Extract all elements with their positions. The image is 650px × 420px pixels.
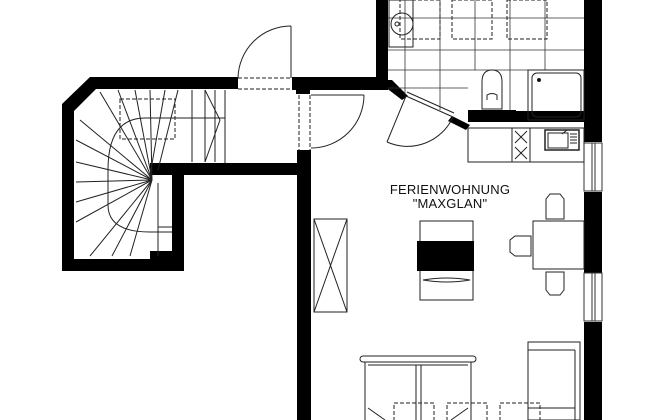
- bathroom-left-wall: [376, 0, 388, 90]
- apartment-title: FERIENWOHNUNG "MAXGLAN": [360, 183, 540, 211]
- apartment-left-wall: [297, 150, 311, 420]
- chair-left: [509, 235, 532, 257]
- chair-top: [545, 193, 565, 220]
- staircase-inner-wall-bottom: [150, 251, 184, 271]
- wardrobe: [313, 218, 348, 313]
- door-bathroom[interactable]: [386, 91, 455, 147]
- bathroom-angled-wall-2: [448, 116, 470, 130]
- window-2: [583, 272, 603, 322]
- right-wall-bottom: [584, 322, 602, 420]
- entry-corridor: [224, 25, 365, 163]
- door-apartment-entry[interactable]: [310, 94, 365, 149]
- corridor-top-wall-left: [225, 77, 238, 89]
- dining-area: [509, 193, 585, 296]
- cabinet: [527, 341, 581, 420]
- chair-bottom: [545, 271, 565, 296]
- right-wall-middle: [584, 192, 602, 273]
- bathroom-angled-wall: [376, 80, 408, 100]
- right-wall-top: [584, 0, 602, 142]
- apartment-title-line1: FERIENWOHNUNG: [389, 182, 511, 197]
- staircase-outer-wall: [62, 77, 225, 271]
- toilet-wall-block: [468, 110, 516, 122]
- staircase-inner-wall-right: [172, 163, 184, 271]
- shower-tray: [527, 69, 585, 121]
- window-1: [583, 142, 603, 192]
- sofa-bed: [359, 355, 477, 420]
- corridor-right-stub: [296, 84, 310, 94]
- toilet: [481, 69, 503, 110]
- kitchen: [467, 127, 585, 163]
- corridor-top-wall-right: [292, 77, 380, 90]
- windows: [583, 142, 603, 322]
- staircase-inner-wall-top: [150, 163, 300, 175]
- kitchen-sink: [544, 129, 580, 151]
- apartment-title-line2: "MAXGLAN": [412, 196, 488, 211]
- dining-table: [532, 220, 585, 270]
- bathroom: [386, 0, 585, 147]
- armchair: [417, 220, 474, 301]
- stove-hob: [514, 130, 528, 160]
- washbasin: [388, 0, 414, 48]
- bathroom-tiles: [388, 0, 584, 110]
- living-area: [313, 218, 581, 420]
- dashed-cushions: [393, 402, 541, 420]
- kitchen-counter: [467, 127, 585, 163]
- door-entrance-top[interactable]: [237, 25, 292, 79]
- walls: [62, 0, 602, 420]
- spiral-staircase: [75, 89, 226, 257]
